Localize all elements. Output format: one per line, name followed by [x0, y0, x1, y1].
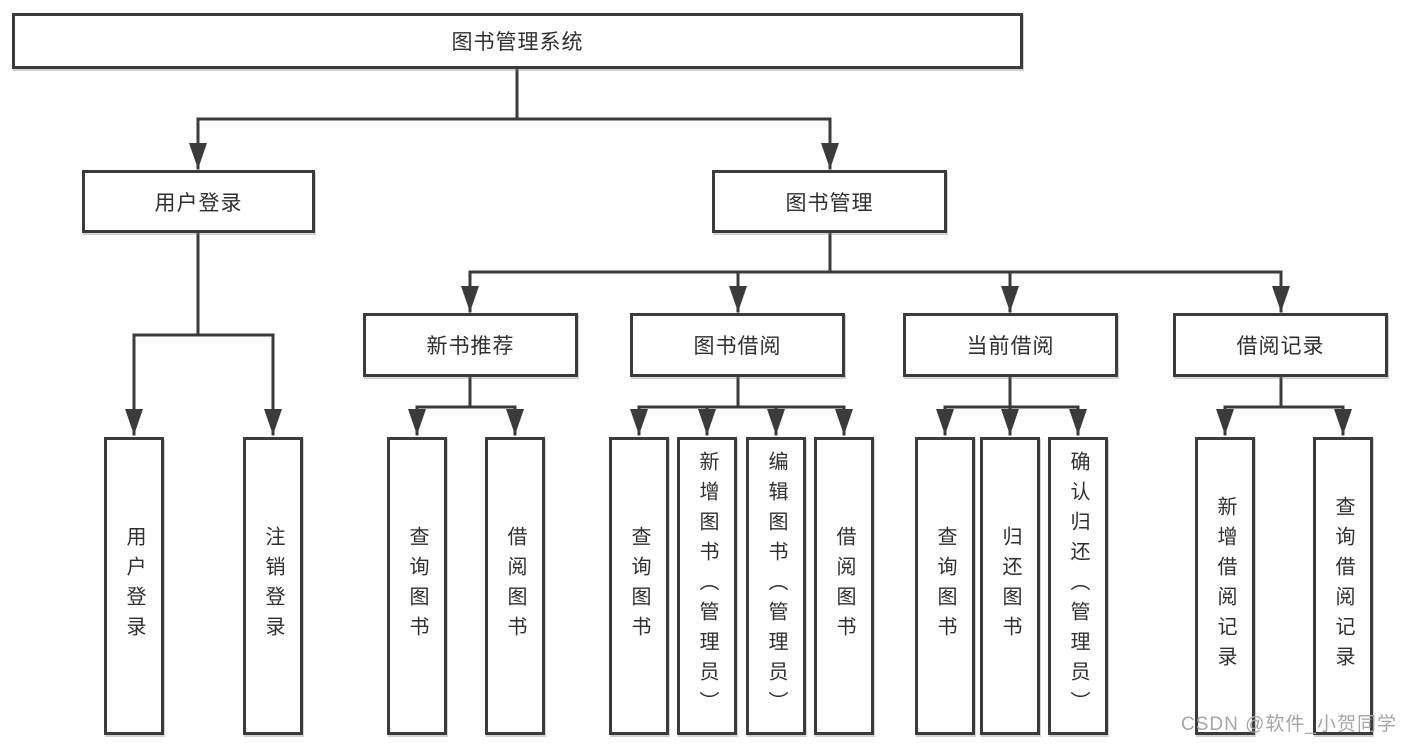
- node-book-borrow-label: 图书借阅: [693, 335, 782, 358]
- leaf-edit-books-admin-label: 编辑图书（管理员）: [765, 451, 787, 721]
- leaf-borrow-books-1: 借阅图书: [485, 437, 545, 735]
- leaf-query-books-3-label: 查询图书: [934, 526, 956, 646]
- node-current-borrow-label: 当前借阅: [966, 335, 1055, 358]
- leaf-query-borrow-record: 查询借阅记录: [1313, 437, 1373, 735]
- leaf-add-borrow-record: 新增借阅记录: [1195, 437, 1255, 735]
- connector-new-book-recommend-to-leaves: [408, 375, 524, 436]
- leaf-logout-label: 注销登录: [262, 526, 284, 646]
- connector-user-login-to-leaves: [125, 231, 282, 436]
- csdn-watermark: CSDN @软件_小贺同学: [1181, 714, 1397, 735]
- node-root-label: 图书管理系统: [451, 31, 584, 54]
- node-book-management: 图书管理: [712, 170, 947, 233]
- leaf-confirm-return-admin-label: 确认归还（管理员）: [1067, 451, 1089, 721]
- connector-root-to-level1: [189, 67, 839, 170]
- leaf-query-borrow-record-label: 查询借阅记录: [1332, 496, 1354, 676]
- leaf-logout: 注销登录: [243, 437, 303, 735]
- leaf-edit-books-admin: 编辑图书（管理员）: [746, 437, 806, 735]
- leaf-query-books-3: 查询图书: [915, 437, 975, 735]
- node-root: 图书管理系统: [12, 13, 1023, 69]
- node-book-borrow: 图书借阅: [630, 313, 845, 377]
- connector-book-borrow-to-leaves: [630, 375, 853, 436]
- connector-borrow-records-to-leaves: [1216, 375, 1352, 436]
- node-user-login: 用户登录: [82, 170, 315, 233]
- leaf-return-books-label: 归还图书: [999, 526, 1021, 646]
- node-borrow-records-label: 借阅记录: [1236, 335, 1325, 358]
- leaf-user-login-label: 用户登录: [123, 526, 145, 646]
- leaf-borrow-books-2: 借阅图书: [814, 437, 874, 735]
- leaf-user-login: 用户登录: [104, 437, 164, 735]
- leaf-query-books-1: 查询图书: [387, 437, 447, 735]
- leaf-add-books-admin-label: 新增图书（管理员）: [696, 451, 718, 721]
- connector-current-borrow-to-leaves: [936, 375, 1087, 436]
- leaf-add-borrow-record-label: 新增借阅记录: [1214, 496, 1236, 676]
- node-user-login-label: 用户登录: [154, 191, 243, 215]
- node-current-borrow: 当前借阅: [903, 313, 1118, 377]
- node-book-management-label: 图书管理: [785, 191, 874, 215]
- leaf-query-books-2: 查询图书: [609, 437, 669, 735]
- node-borrow-records: 借阅记录: [1173, 313, 1388, 377]
- leaf-confirm-return-admin: 确认归还（管理员）: [1048, 437, 1108, 735]
- node-new-book-recommend-label: 新书推荐: [426, 335, 515, 358]
- leaf-borrow-books-1-label: 借阅图书: [504, 526, 526, 646]
- leaf-borrow-books-2-label: 借阅图书: [833, 526, 855, 646]
- leaf-return-books: 归还图书: [980, 437, 1040, 735]
- leaf-query-books-1-label: 查询图书: [406, 526, 428, 646]
- node-new-book-recommend: 新书推荐: [363, 313, 578, 377]
- leaf-query-books-2-label: 查询图书: [628, 526, 650, 646]
- leaf-add-books-admin: 新增图书（管理员）: [677, 437, 737, 735]
- connector-book-management-to-groups: [461, 231, 1290, 313]
